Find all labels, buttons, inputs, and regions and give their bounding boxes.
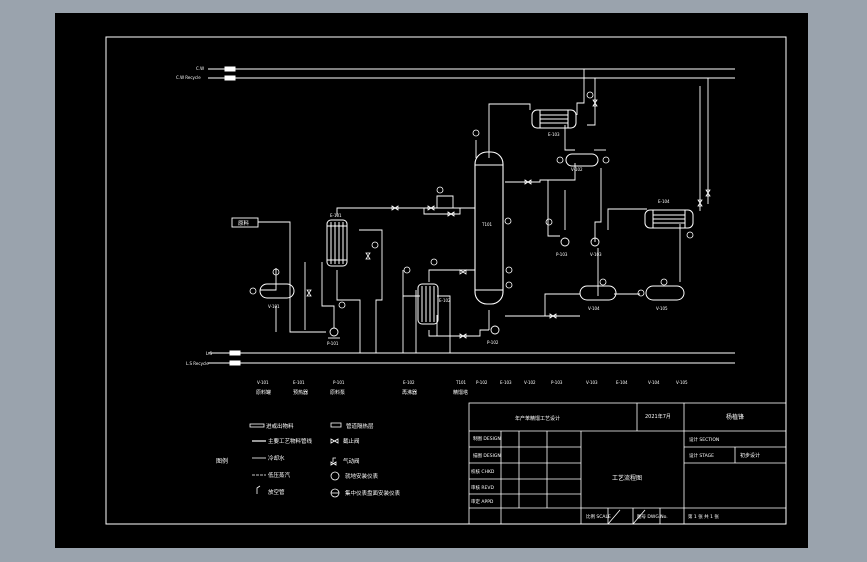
sheet-background: [55, 13, 808, 548]
tag-v104: V-104: [588, 306, 600, 311]
project-date: 2021年7月: [645, 413, 671, 420]
tag-v102: V-102: [571, 167, 583, 172]
row-label-1: 描图 DESIGN: [473, 452, 501, 459]
drawing-title: 工艺流程图: [612, 474, 642, 482]
equip-name-0: 原料罐: [256, 389, 271, 396]
equip-tag-6: E-103: [500, 380, 512, 385]
equip-tag-9: V-103: [586, 380, 598, 385]
utility-ls-return-label: L.S Recycle: [186, 361, 209, 366]
legend-item-6: 截止阀: [343, 437, 360, 445]
vessel-v101: [249, 268, 295, 299]
equip-name-3: 再沸器: [402, 389, 417, 396]
tag-v105: V-105: [656, 306, 668, 311]
utility-cw-label: C.W: [196, 66, 204, 71]
legend-title: 图例: [216, 457, 228, 465]
equip-tag-10: E-104: [616, 380, 628, 385]
panel-instrument-icon: [330, 488, 340, 498]
legend-item-0: 进或出物料: [266, 422, 294, 430]
scale-label: 比例 SCALE: [586, 513, 611, 520]
project-title: 年产苯精馏工艺设计: [515, 415, 560, 422]
designer-name: 杨植锋: [726, 413, 744, 421]
row-label-2: 校核 CHKD: [471, 468, 495, 475]
tag-t101: T101: [481, 222, 493, 227]
stage-label: 设计 STAGE: [689, 452, 714, 459]
legend-item-4: 放空管: [268, 488, 285, 496]
column-t101: [474, 151, 504, 305]
row-label-0: 制图 DESIGN: [473, 435, 501, 442]
exchanger-e102: [417, 283, 439, 325]
equip-tag-7: V-102: [524, 380, 536, 385]
exchanger-e104: [644, 209, 694, 229]
title-block: [468, 402, 787, 525]
exchanger-e103: [531, 109, 577, 129]
tag-e103: E-103: [548, 132, 560, 137]
tag-p102: P-102: [487, 340, 499, 345]
tag-v101: V-101: [268, 304, 280, 309]
equip-tag-12: V-105: [676, 380, 688, 385]
tag-e104: E-104: [658, 199, 670, 204]
process-piping: [258, 69, 709, 353]
legend-item-3: 低压蒸汽: [268, 471, 291, 479]
equip-name-1: 预热器: [293, 389, 308, 396]
pump-p103: [560, 237, 600, 247]
vessel-v105: [637, 278, 685, 301]
equip-tag-4: T101: [455, 380, 467, 385]
sheet-label: 图号 DWG.No.: [637, 514, 668, 520]
globe-valve-icon: [330, 438, 339, 444]
vessel-v104: [579, 278, 617, 301]
legend-swatch-0: [249, 423, 265, 428]
tag-e102: E-102: [439, 298, 451, 303]
valves: [306, 99, 711, 339]
vessel-v102: [556, 153, 610, 167]
row-label-3: 审核 REVD: [471, 484, 494, 491]
tag-p103: P-103: [556, 252, 568, 257]
equip-tag-0: V-101: [257, 380, 269, 385]
equip-name-2: 原料泵: [330, 389, 345, 396]
drawing-frame: [105, 36, 787, 525]
stage-value: 初步设计: [740, 452, 760, 459]
legend-item-8: 就地安装仪表: [345, 472, 379, 480]
local-instrument-icon: [330, 471, 340, 481]
equip-tag-3: E-102: [403, 380, 415, 385]
utility-ls-label: L.S: [206, 351, 213, 356]
section-label: 设计 SECTION: [689, 436, 719, 443]
utility-cw-return-label: C.W Recycle: [176, 75, 201, 80]
legend-item-9: 集中仪表盘面安装仪表: [345, 489, 401, 497]
utility-headers: [208, 66, 735, 366]
equip-tag-5: P-102: [476, 380, 488, 385]
legend-item-2: 冷却水: [268, 454, 285, 462]
legend-item-7: 气动阀: [343, 457, 360, 465]
equip-name-4: 精馏塔: [453, 389, 468, 396]
feed-inlet-box: [231, 217, 259, 228]
feed-label: 原料: [238, 219, 250, 227]
pneumatic-valve-icon: [330, 457, 337, 466]
tag-v103: V-103: [590, 252, 602, 257]
insulation-icon: [330, 422, 342, 428]
exchanger-e101: [326, 219, 348, 267]
equip-tag-11: V-104: [648, 380, 660, 385]
legend: 图例 进或出物料 主要工艺物料管线 冷却水 低压蒸汽 放空管 管道隔热层 截止阀…: [216, 422, 401, 498]
equip-tag-2: P-101: [333, 380, 345, 385]
equipment-list: V-101 原料罐 E-101 预热器 P-101 原料泵 E-102 再沸器 …: [256, 380, 688, 396]
vent-icon: [256, 485, 261, 494]
tag-e101: E-101: [330, 213, 342, 218]
instrument-bubbles: [338, 91, 694, 309]
tag-p101: P-101: [327, 341, 339, 346]
legend-item-1: 主要工艺物料管线: [268, 437, 313, 445]
sheet-text: 第 1 张 共 1 张: [688, 513, 719, 520]
equip-tag-1: E-101: [293, 380, 305, 385]
equip-tag-8: P-103: [551, 380, 563, 385]
row-label-4: 审定 APPD: [471, 498, 494, 505]
legend-item-5: 管道隔热层: [346, 422, 374, 430]
pump-p101: [328, 327, 340, 339]
pump-p102: [490, 325, 500, 335]
